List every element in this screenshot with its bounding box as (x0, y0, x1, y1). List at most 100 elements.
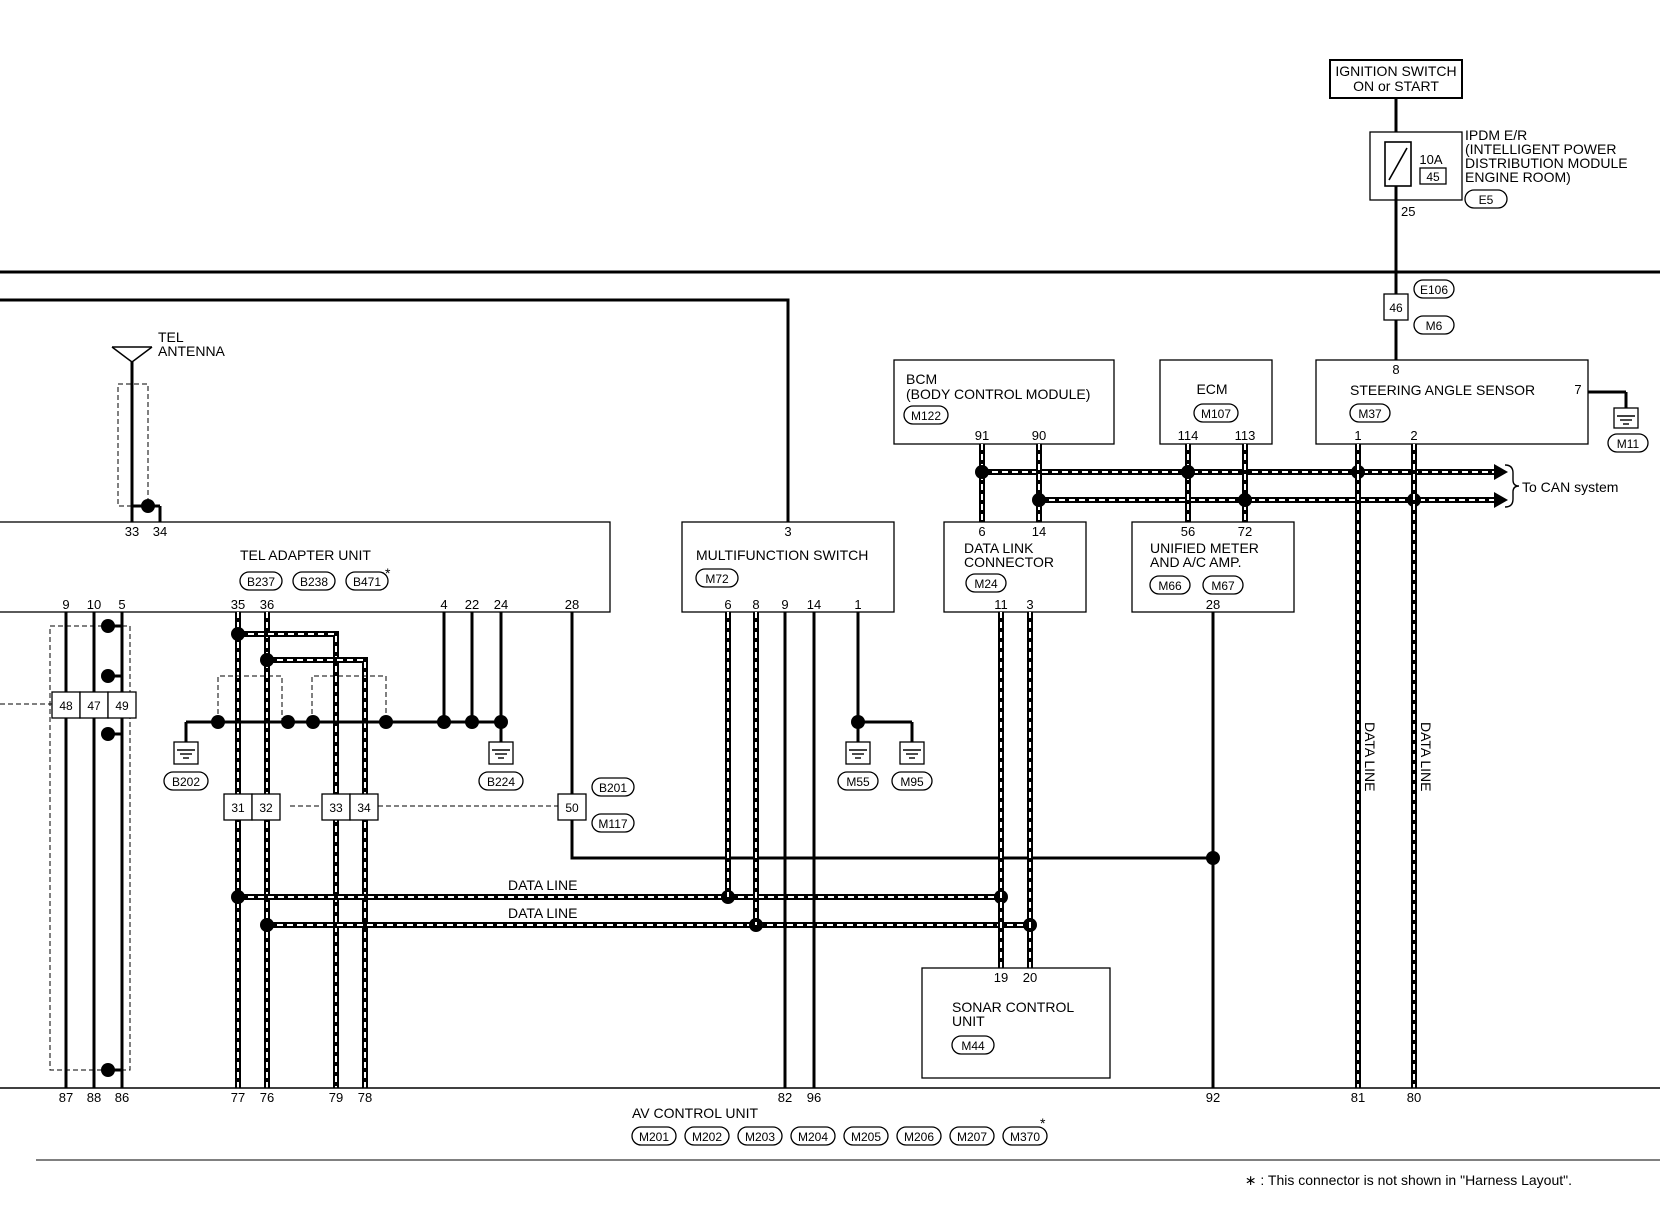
tel-pin-5: 5 (118, 597, 125, 612)
mfs-pin-3: 3 (784, 524, 791, 539)
bcm-line1: BCM (906, 371, 937, 387)
av-pin-77: 77 (231, 1090, 245, 1105)
ecm-pin-114: 114 (1178, 428, 1199, 443)
dlc-pin-6: 6 (978, 524, 985, 539)
dlc-sonar-wires (998, 612, 1033, 968)
meter-pin-72: 72 (1238, 524, 1252, 539)
bcm-pin-91: 91 (975, 428, 989, 443)
av-pin-96: 96 (807, 1090, 821, 1105)
dlc-pin-14: 14 (1032, 524, 1046, 539)
junction-34: 34 (357, 801, 371, 815)
av-pin-81: 81 (1351, 1090, 1365, 1105)
steering-title: STEERING ANGLE SENSOR (1350, 382, 1535, 398)
tel-pin-10: 10 (87, 597, 101, 612)
ground-m55-label: M55 (846, 775, 870, 789)
dlc-line2: CONNECTOR (964, 554, 1054, 570)
ecm-connector: M107 (1201, 407, 1231, 421)
av-data-lines: DATA LINE DATA LINE (231, 877, 1037, 932)
av-pin-92: 92 (1206, 1090, 1220, 1105)
tel-pin-4: 4 (440, 597, 447, 612)
ipdm-line3: DISTRIBUTION MODULE (1465, 155, 1628, 171)
data-line-label-2: DATA LINE (508, 905, 578, 921)
av-asterisk: * (1040, 1115, 1046, 1131)
tel-pin-28: 28 (565, 597, 579, 612)
tel-pin-9: 9 (62, 597, 69, 612)
av-pin-88: 88 (87, 1090, 101, 1105)
data-link-connector-box: 6 14 DATA LINK CONNECTOR M24 11 3 (943, 521, 1087, 613)
av-pin-76: 76 (260, 1090, 274, 1105)
tel-pin-34: 34 (153, 524, 167, 539)
tel-speed-signal-wire: 50 B201 M117 (557, 612, 1220, 1088)
bcm-line2: (BODY CONTROL MODULE) (906, 386, 1090, 402)
junction-49: 49 (115, 699, 129, 713)
data-line-label-3: DATA LINE (1362, 722, 1378, 792)
tel-connector-1: B237 (247, 575, 275, 589)
tel-antenna: TEL ANTENNA (111, 329, 226, 522)
ipdm-line4: ENGINE ROOM) (1465, 169, 1571, 185)
mfs-pin-14: 14 (807, 597, 821, 612)
tel-adapter-unit-box: 33 34 TEL ADAPTER UNIT B237 B238 B471 * … (0, 521, 611, 613)
mfs-pin-1: 1 (854, 597, 861, 612)
av-pin-82: 82 (778, 1090, 792, 1105)
tel-pin-35: 35 (231, 597, 245, 612)
av-pin-87: 87 (59, 1090, 73, 1105)
av-connector-m370: M370 (1010, 1130, 1040, 1144)
av-connector-m204: M204 (798, 1130, 828, 1144)
steering-pin-2: 2 (1410, 428, 1417, 443)
data-line-label-1: DATA LINE (508, 877, 578, 893)
av-pin-78: 78 (358, 1090, 372, 1105)
ground-b224-label: B224 (487, 775, 515, 789)
meter-line1: UNIFIED METER (1150, 540, 1259, 556)
bcm-box: BCM (BODY CONTROL MODULE) M122 91 90 (893, 359, 1115, 445)
tel-audio-wires: 48 47 49 (0, 612, 137, 1088)
sonar-pin-19: 19 (994, 970, 1008, 985)
ipdm-line1: IPDM E/R (1465, 127, 1527, 143)
junction-33: 33 (329, 801, 343, 815)
ipdm-connector: E5 (1479, 193, 1494, 207)
antenna-line2: ANTENNA (158, 343, 226, 359)
av-connector-m207: M207 (957, 1130, 987, 1144)
mfs-grounds: M55 M95 (837, 612, 933, 791)
meter-pin-28: 28 (1206, 597, 1220, 612)
ipdm-line2: (INTELLIGENT POWER (1465, 141, 1616, 157)
ground-b202-label: B202 (172, 775, 200, 789)
av-connector-list: M201 M202 M203 M204 M205 M206 M207 M370 … (631, 1115, 1048, 1146)
tel-pin-22: 22 (465, 597, 479, 612)
mfs-pin-8: 8 (752, 597, 759, 612)
ipdm-pin-25: 25 (1401, 204, 1415, 219)
sonar-control-unit-box: 19 20 SONAR CONTROL UNIT M44 (921, 967, 1111, 1079)
meter-connector-1: M66 (1158, 579, 1182, 593)
steering-angle-sensor-box: 8 STEERING ANGLE SENSOR M37 7 1 2 (1315, 359, 1589, 445)
tel-twisted-pairs: 31 32 33 34 (217, 612, 560, 1088)
tel-pin-24: 24 (494, 597, 508, 612)
sonar-pin-20: 20 (1023, 970, 1037, 985)
steering-pin-8: 8 (1392, 362, 1399, 377)
av-connector-m202: M202 (692, 1130, 722, 1144)
ignition-line1: IGNITION SWITCH (1335, 63, 1456, 79)
steering-connector: M37 (1358, 407, 1382, 421)
steering-pin-7: 7 (1574, 382, 1581, 397)
ground-m11-label: M11 (1617, 437, 1640, 451)
av-connector-m205: M205 (851, 1130, 881, 1144)
mfs-power-wire (0, 298, 790, 522)
steering-pin-1: 1 (1354, 428, 1361, 443)
dlc-pin-3: 3 (1026, 597, 1033, 612)
dlc-line1: DATA LINK (964, 540, 1034, 556)
ignition-line2: ON or START (1353, 78, 1439, 94)
bcm-connector: M122 (911, 409, 941, 423)
joint-conn-bottom: M6 (1426, 319, 1443, 333)
mfs-connector: M72 (705, 572, 729, 586)
data-line-label-4: DATA LINE (1418, 722, 1434, 792)
ipdm-box: 10A 45 IPDM E/R (INTELLIGENT POWER DISTR… (1369, 127, 1628, 209)
tel-pin-33: 33 (125, 524, 139, 539)
mfs-pin-9: 9 (781, 597, 788, 612)
joint-pin: 46 (1389, 301, 1403, 315)
ecm-title: ECM (1196, 381, 1227, 397)
ground-m95-label: M95 (900, 775, 924, 789)
ground-m11: M11 (1588, 390, 1649, 453)
joint-conn-top: E106 (1420, 283, 1448, 297)
meter-pin-56: 56 (1181, 524, 1195, 539)
can-system-label: To CAN system (1522, 479, 1618, 495)
dlc-connector: M24 (974, 577, 998, 591)
